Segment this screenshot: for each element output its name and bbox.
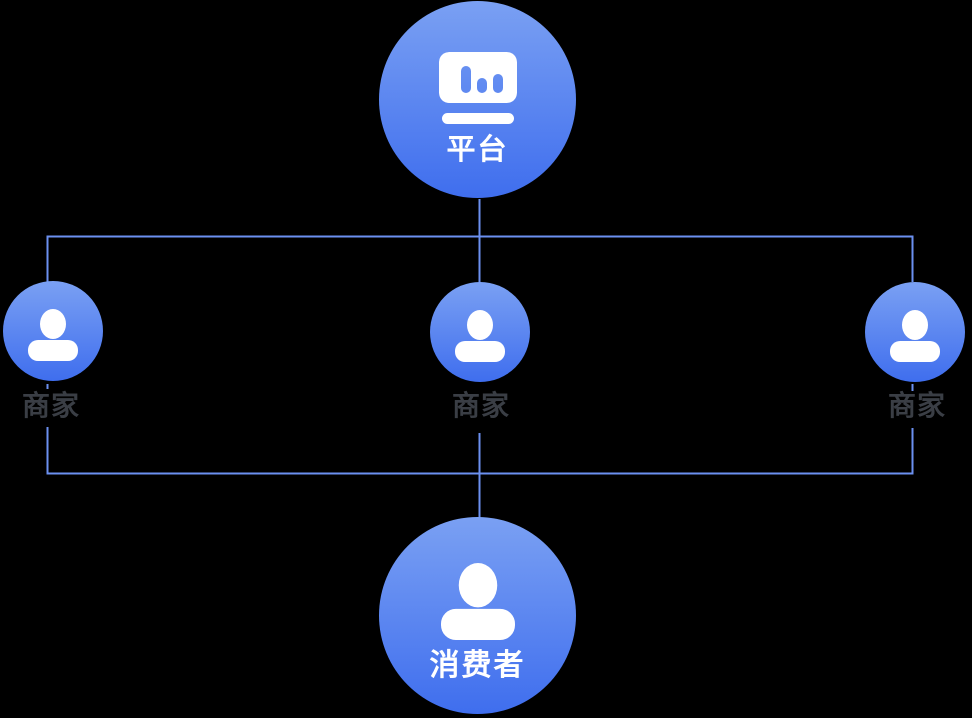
user-icon [28,309,78,361]
platform-node-label: 平台 [446,134,509,166]
merchant-right-label: 商家 [887,390,946,421]
user-icon [455,310,505,362]
node-merchant-right [865,282,965,382]
consumer-node-label: 消费者 [429,649,526,682]
user-icon [890,310,940,362]
user-icon [440,563,515,640]
merchant-left-label: 商家 [21,390,80,421]
node-platform: 平台 [379,1,576,198]
dashboard-platform-icon [438,52,517,124]
merchant-middle-label: 商家 [451,390,510,421]
node-merchant-left [3,281,103,381]
node-merchant-middle [430,282,530,382]
node-consumer: 消费者 [379,517,576,714]
